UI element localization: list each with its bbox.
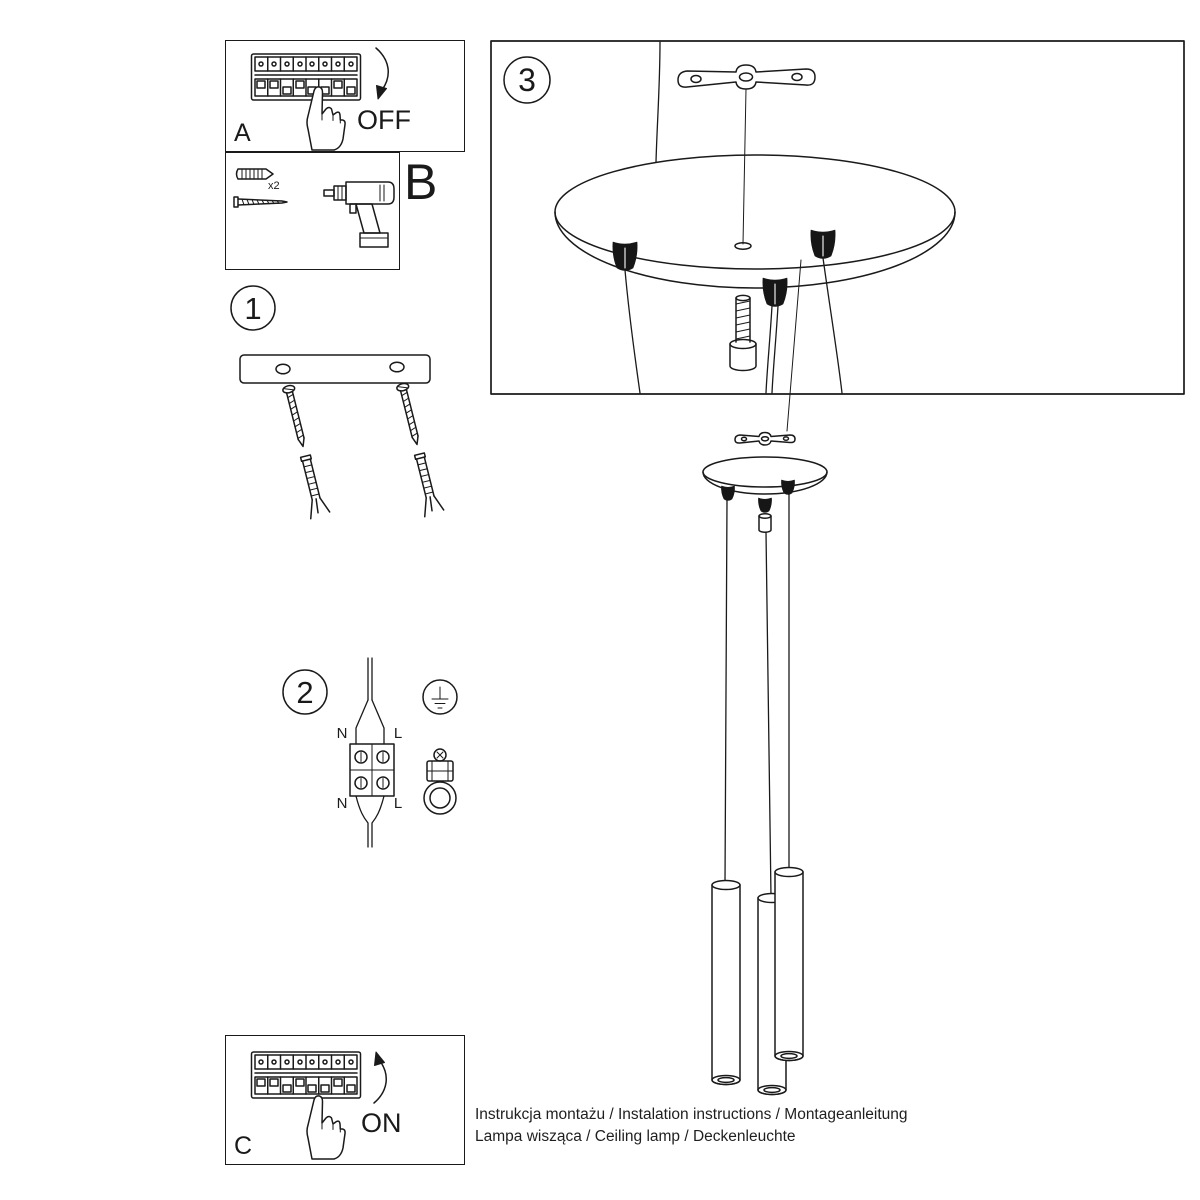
suspension-cable-middle-2 [771,305,779,394]
panel-c: ON C [225,1035,465,1165]
terminal-screw [376,776,390,790]
cable-clamp [423,748,457,815]
step2-section: 2 N L N L [280,655,490,855]
gland-small-left [721,485,735,501]
step3-badge: 3 [503,56,551,104]
suspension-cable-left [624,269,641,394]
panel-a: OFF A [225,40,465,152]
terminal-screw [354,750,368,764]
panel-b: x2 [225,152,400,270]
canopy-center-hole [734,242,752,250]
mounting-bracket-small [734,431,796,446]
strip-hole-left [275,363,291,375]
wire-label-n-top: N [337,725,348,742]
canopy-small [702,456,828,495]
screw-icon [233,196,288,208]
ground-symbol [422,679,458,715]
screw-anchor-left [278,383,330,518]
step3-section: 3 [490,40,1190,1105]
terminal-block [349,743,395,797]
panel-c-label: C [234,1132,252,1160]
step1-badge: 1 [230,285,276,331]
gland-small-right [781,479,795,495]
step2-number: 2 [296,675,313,710]
on-label: ON [361,1108,402,1138]
pendant-cable-middle [765,531,772,898]
breaker-panel-icon [252,1052,361,1098]
pointing-hand-icon [307,1096,345,1159]
footer-line-1: Instrukcja montażu / Instalation instruc… [475,1106,908,1123]
step3-number: 3 [518,62,536,98]
cable-gland-middle [762,277,788,307]
arrow-up-icon [374,1052,386,1103]
cable-gland-left [612,241,638,271]
step2-badge: 2 [282,669,328,715]
arrow-down-icon [376,48,388,99]
footer: Instrukcja montażu / Instalation instruc… [475,1104,1195,1148]
strip-hole-right [389,361,405,373]
step1-section: 1 [225,280,475,550]
gland-small-middle [758,497,772,513]
step3-frame [490,40,1185,395]
supply-cable [355,657,385,848]
panel-a-label: A [234,119,251,147]
center-rod-line [742,88,747,245]
terminal-screw [354,776,368,790]
wire-label-l-top: L [394,725,402,742]
screw-anchor-right [392,381,444,516]
pendant-cable-left [724,499,728,884]
cable-gland-right [810,229,836,259]
pendant-tube-left [711,879,741,1086]
wire-label-n-bottom: N [337,795,348,812]
breaker-panel-icon [252,54,361,100]
mounting-strip [239,354,431,384]
terminal-screw [376,750,390,764]
mounting-bracket-large [677,64,816,90]
ceiling-cable [655,41,661,163]
drill-icon [323,181,395,248]
pendant-tube-right [774,866,804,1062]
wire-label-l-bottom: L [394,795,402,812]
pointer-line [786,259,802,432]
suspension-cable-right [822,257,843,394]
off-label: OFF [357,105,411,135]
wall-plug-icon [235,168,274,180]
suspension-cable-middle [765,305,773,394]
strain-sleeve [758,513,772,533]
step1-number: 1 [244,291,261,326]
fixing-screw [729,294,757,372]
footer-line-2: Lampa wisząca / Ceiling lamp / Deckenleu… [475,1128,796,1145]
panel-b-label: B [404,154,438,210]
canopy-large [554,154,956,289]
quantity-label: x2 [268,180,280,192]
